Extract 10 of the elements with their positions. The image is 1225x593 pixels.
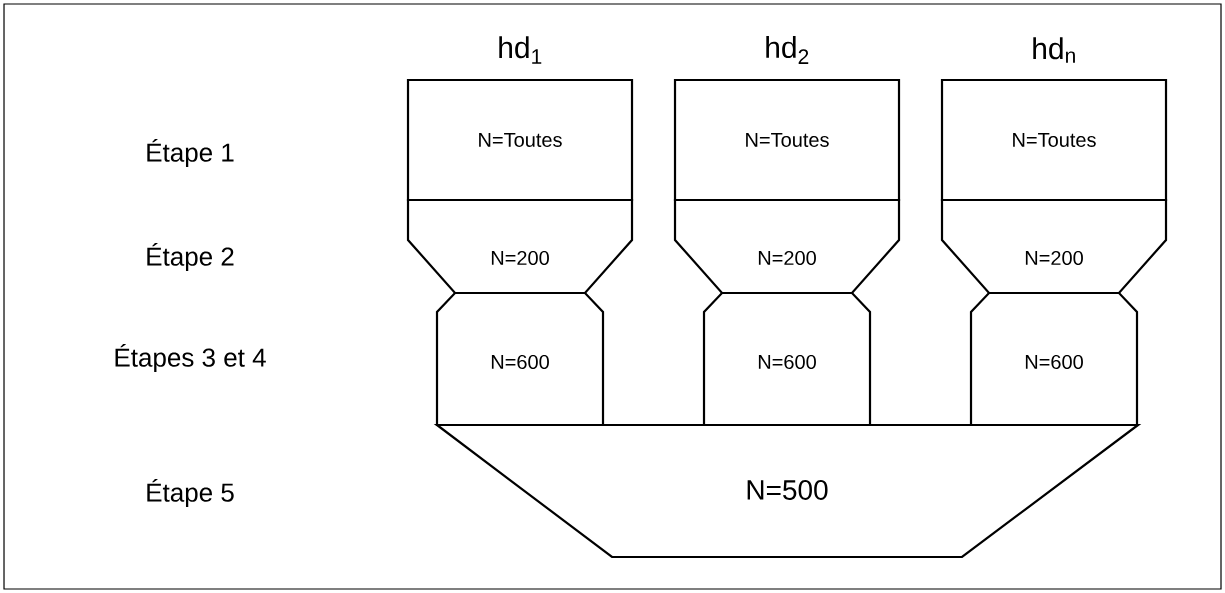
row-label: Étape 1	[147, 139, 234, 167]
stage-box: N=600	[969, 291, 1139, 427]
stage-box: N=600	[435, 291, 605, 427]
node-label: hd$_{n}$	[1033, 37, 1075, 63]
row-label: Étape 5	[147, 479, 234, 507]
node-label: hd$_{2}$	[766, 36, 809, 64]
stage-box: N=600	[702, 291, 872, 427]
row-label: Étapes 3 et 4	[115, 344, 266, 372]
row-label: Étape 2	[147, 243, 234, 271]
node-label: hd$_{1}$	[499, 36, 542, 64]
